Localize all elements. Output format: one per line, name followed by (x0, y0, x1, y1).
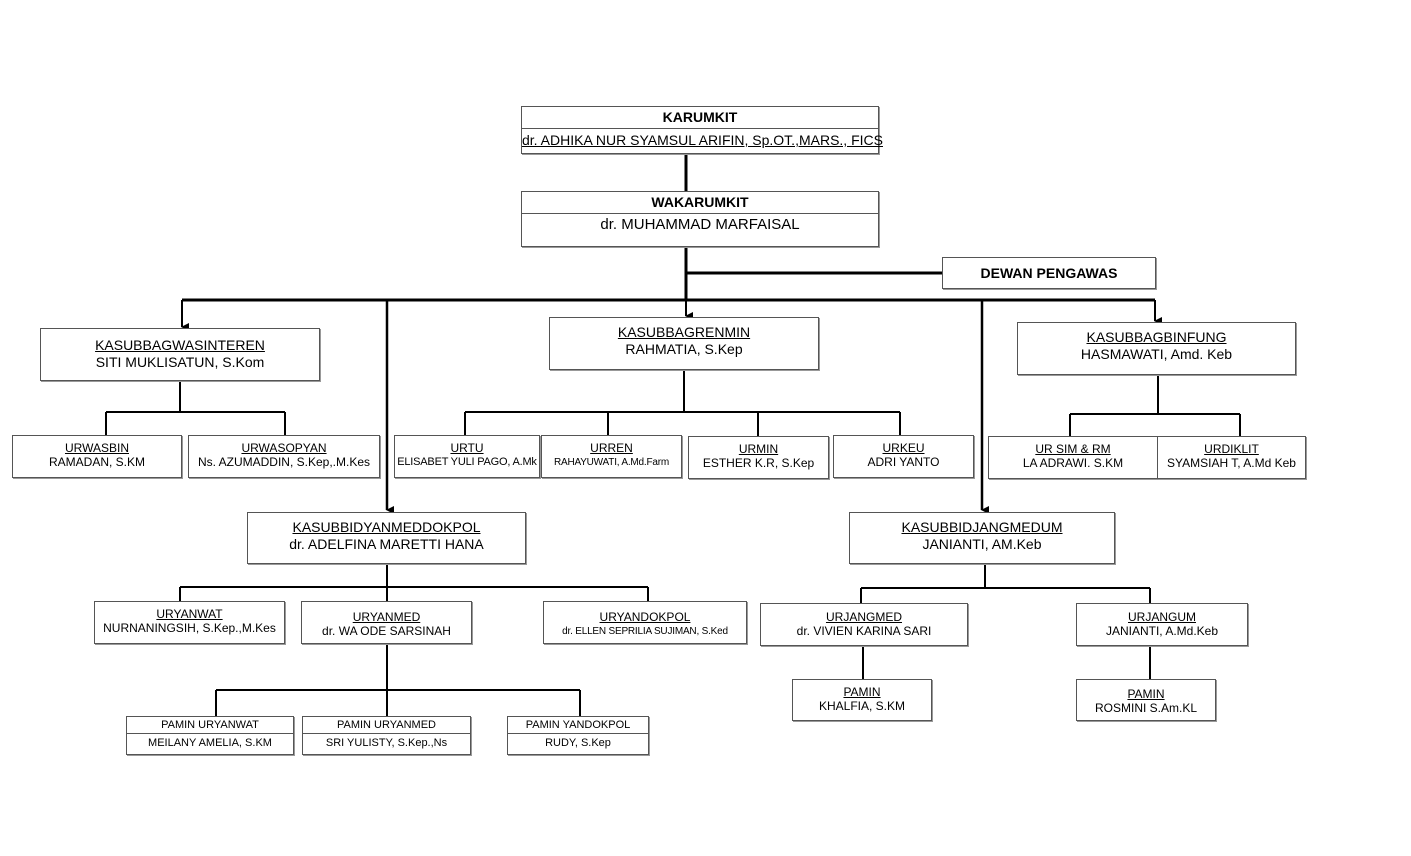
pamin-uryanwat-title: PAMIN URYANWAT (127, 717, 293, 734)
kasubbidjangmedum-name: JANIANTI, AM.Keb (922, 536, 1042, 552)
pamin-yandokpol-box: PAMIN YANDOKPOL RUDY, S.Kep (507, 716, 649, 755)
pamin-urjangmed-title: PAMIN (843, 685, 881, 699)
ur-sim-rm-title: UR SIM & RM (1035, 442, 1111, 456)
urwasbin-box: URWASBIN RAMADAN, S.KM (12, 435, 182, 478)
urjangmed-box: URJANGMED dr. VIVIEN KARINA SARI (760, 603, 968, 646)
urtu-name: ELISABET YULI PAGO, A.Mk (397, 456, 537, 468)
uryandokpol-title: URYANDOKPOL (599, 610, 691, 624)
kasubbagbinfung-box: KASUBBAGBINFUNG HASMAWATI, Amd. Keb (1017, 322, 1296, 375)
pamin-urjangum-title: PAMIN (1127, 687, 1165, 701)
pamin-yandokpol-name: RUDY, S.Kep (545, 737, 611, 749)
kasubbidjangmedum-title: KASUBBIDJANGMEDUM (901, 519, 1063, 535)
urmin-name: ESTHER K.R, S.Kep (702, 456, 815, 470)
pamin-urjangum-box: PAMIN ROSMINI S.Am.KL (1076, 679, 1216, 721)
kasubbagwasinteren-title: KASUBBAGWASINTEREN (95, 337, 265, 353)
uryandokpol-name: dr. ELLEN SEPRILIA SUJIMAN, S.Ked (562, 626, 728, 637)
karumkit-box: KARUMKIT dr. ADHIKA NUR SYAMSUL ARIFIN, … (521, 106, 883, 154)
kasubbagwasinteren-name: SITI MUKLISATUN, S.Kom (95, 354, 265, 370)
kasubbidyanmeddokpol-name: dr. ADELFINA MARETTI HANA (289, 536, 484, 552)
pamin-uryanmed-title: PAMIN URYANMED (303, 717, 470, 734)
wakarumkit-name: dr. MUHAMMAD MARFAISAL (600, 216, 800, 233)
wakarumkit-title: WAKARUMKIT (522, 192, 878, 214)
karumkit-title: KARUMKIT (522, 107, 878, 129)
urkeu-title: URKEU (882, 441, 925, 455)
pamin-urjangum-name: ROSMINI S.Am.KL (1094, 701, 1198, 715)
kasubbidyanmeddokpol-title: KASUBBIDYANMEDDOKPOL (292, 519, 481, 535)
pamin-uryanwat-name: MEILANY AMELIA, S.KM (148, 737, 272, 749)
pamin-yandokpol-title: PAMIN YANDOKPOL (508, 717, 648, 734)
urkeu-name: ADRI YANTO (867, 455, 940, 469)
urkeu-box: URKEU ADRI YANTO (833, 435, 974, 478)
urwasopyan-title: URWASOPYAN (241, 441, 327, 455)
urjangmed-title: URJANGMED (825, 610, 902, 624)
uryandokpol-box: URYANDOKPOL dr. ELLEN SEPRILIA SUJIMAN, … (543, 601, 747, 644)
urwasopyan-box: URWASOPYAN Ns. AZUMADDIN, S.Kep,.M.Kes (188, 435, 380, 478)
pamin-uryanwat-box: PAMIN URYANWAT MEILANY AMELIA, S.KM (126, 716, 294, 755)
urmin-title: URMIN (738, 442, 779, 456)
kasubbagbinfung-title: KASUBBAGBINFUNG (1086, 329, 1227, 345)
urjangum-title: URJANGUM (1128, 610, 1196, 624)
urjangum-name: JANIANTI, A.Md.Keb (1105, 624, 1219, 638)
kasubbagrenmin-title: KASUBBAGRENMIN (617, 324, 751, 340)
pamin-urjangmed-name: KHALFIA, S.KM (818, 699, 906, 713)
pamin-urjangmed-box: PAMIN KHALFIA, S.KM (792, 679, 932, 721)
ur-sim-rm-box: UR SIM & RM LA ADRAWI. S.KM (988, 436, 1158, 479)
urwasbin-name: RAMADAN, S.KM (48, 455, 145, 469)
urjangmed-name: dr. VIVIEN KARINA SARI (796, 624, 932, 638)
urwasopyan-name: Ns. AZUMADDIN, S.Kep,.M.Kes (197, 455, 371, 469)
urren-title: URREN (590, 441, 633, 455)
urren-name: RAHAYUWATI, A.Md.Farm (553, 457, 670, 468)
urtu-title: URTU (450, 441, 484, 455)
karumkit-name: dr. ADHIKA NUR SYAMSUL ARIFIN, Sp.OT.,MA… (522, 132, 883, 148)
uryanmed-name: dr. WA ODE SARSINAH (322, 624, 451, 638)
pamin-uryanmed-name: SRI YULISTY, S.Kep.,Ns (325, 737, 448, 749)
uryanmed-box: URYANMED dr. WA ODE SARSINAH (301, 601, 472, 644)
urjangum-box: URJANGUM JANIANTI, A.Md.Keb (1076, 603, 1248, 646)
kasubbidyanmeddokpol-box: KASUBBIDYANMEDDOKPOL dr. ADELFINA MARETT… (247, 512, 526, 564)
urtu-box: URTU ELISABET YULI PAGO, A.Mk (394, 435, 540, 478)
uryanwat-box: URYANWAT NURNANINGSIH, S.Kep.,M.Kes (94, 601, 285, 644)
wakarumkit-box: WAKARUMKIT dr. MUHAMMAD MARFAISAL (521, 191, 879, 247)
ur-sim-rm-name: LA ADRAWI. S.KM (1022, 456, 1124, 470)
kasubbagwasinteren-box: KASUBBAGWASINTEREN SITI MUKLISATUN, S.Ko… (40, 328, 320, 381)
pamin-uryanmed-box: PAMIN URYANMED SRI YULISTY, S.Kep.,Ns (302, 716, 471, 755)
dewan-pengawas-title: DEWAN PENGAWAS (980, 265, 1118, 281)
urmin-box: URMIN ESTHER K.R, S.Kep (688, 436, 829, 479)
uryanwat-name: NURNANINGSIH, S.Kep.,M.Kes (103, 621, 276, 635)
uryanmed-title: URYANMED (352, 610, 421, 624)
kasubbidjangmedum-box: KASUBBIDJANGMEDUM JANIANTI, AM.Keb (849, 512, 1115, 564)
dewan-pengawas-box: DEWAN PENGAWAS (942, 257, 1156, 289)
urdiklit-box: URDIKLIT SYAMSIAH T, A.Md Keb (1157, 436, 1306, 479)
kasubbagrenmin-box: KASUBBAGRENMIN RAHMATIA, S.Kep (549, 317, 819, 370)
urdiklit-name: SYAMSIAH T, A.Md Keb (1167, 456, 1296, 470)
urren-box: URREN RAHAYUWATI, A.Md.Farm (541, 435, 682, 478)
urwasbin-title: URWASBIN (64, 441, 129, 455)
kasubbagbinfung-name: HASMAWATI, Amd. Keb (1080, 346, 1233, 362)
kasubbagrenmin-name: RAHMATIA, S.Kep (625, 341, 743, 357)
uryanwat-title: URYANWAT (156, 607, 223, 621)
urdiklit-title: URDIKLIT (1204, 442, 1259, 456)
